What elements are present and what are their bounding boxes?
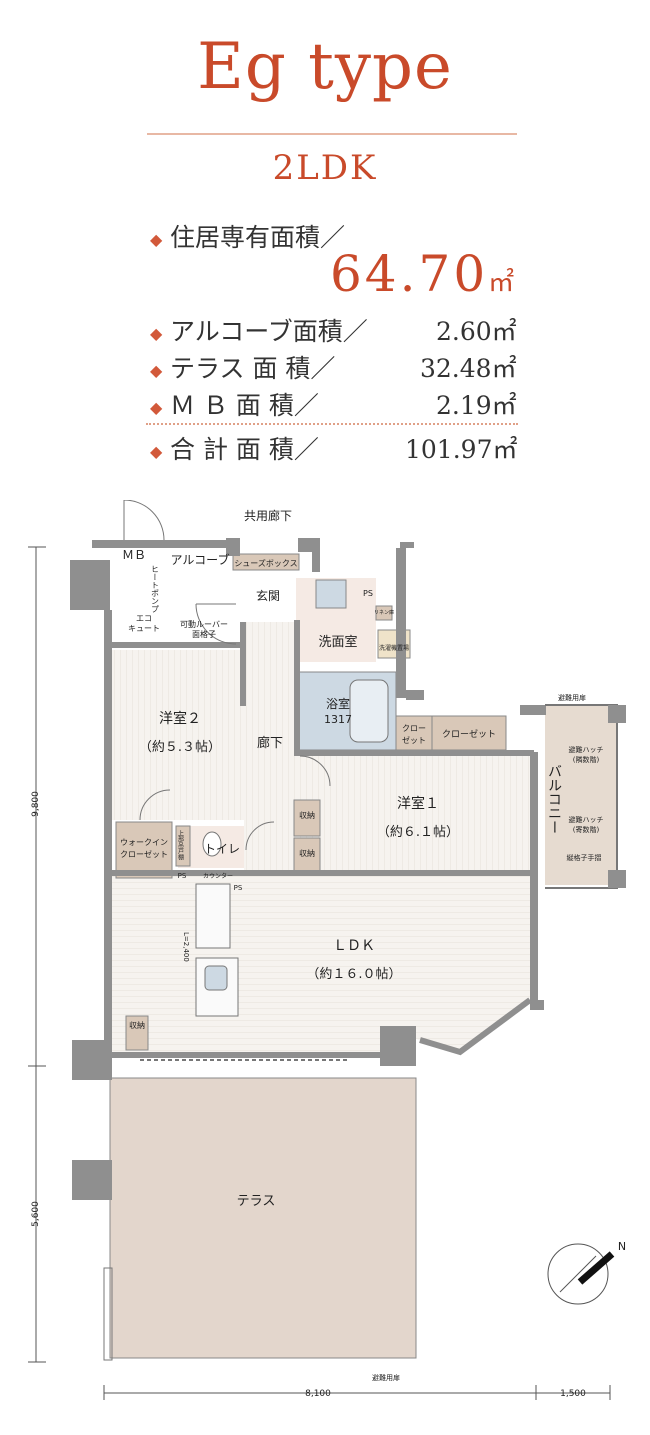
ps-label-3: PS <box>234 884 243 892</box>
storage-ldk-box <box>125 1015 149 1051</box>
wic-label-2: クローゼット <box>120 849 168 859</box>
living-area-value: 64.70㎡ <box>330 245 514 303</box>
bath-label: 浴室 <box>326 696 350 711</box>
balcony-post <box>608 705 626 723</box>
hatch1-label-b: (隣数階) <box>573 755 600 764</box>
washer-label: 洗濯機置場 <box>379 644 409 652</box>
walls <box>70 538 546 1200</box>
door-swings <box>123 500 331 851</box>
wic-label-1: ウォークイン <box>120 838 168 847</box>
kitchen-sink-counter <box>195 883 231 949</box>
terrace-area <box>109 1077 417 1359</box>
plan-layout-label: 2LDK <box>272 148 378 188</box>
ldk-label: ＬＤＫ <box>333 938 375 954</box>
dimension-lines <box>28 546 611 1400</box>
louver-label-1: 可動ルーバー <box>180 620 228 629</box>
living-area-unit: ㎡ <box>488 268 515 298</box>
diamond-bullet-icon: ◆ <box>150 324 163 343</box>
shelf-label: 上部吊戸棚 <box>177 829 184 861</box>
balcony-post <box>608 870 626 888</box>
spec-row-mb: ◆Ｍ Ｂ 面 積／ <box>150 391 319 420</box>
ecocute-label-2: キュート <box>128 624 160 633</box>
balcony-label: バルコニー <box>546 764 562 834</box>
kitchen-sink-icon <box>204 965 228 991</box>
linen-label: リネン庫 <box>374 609 394 616</box>
compass-circle <box>547 1243 609 1305</box>
bath-size-label: 1317 <box>324 713 352 726</box>
room1-floor <box>294 752 532 874</box>
spec-value-alcove: 2.60㎡ <box>436 317 517 346</box>
spec-value-total: 101.97㎡ <box>405 435 518 464</box>
north-arrow-icon <box>577 1251 615 1285</box>
diamond-bullet-icon: ◆ <box>150 361 163 380</box>
living-area-number: 64.70 <box>330 245 489 303</box>
closet-small-label-2: ゼット <box>402 735 426 745</box>
heat-pump-label: ヒートポンプ <box>151 565 160 613</box>
escape-door-bottom-label: 避難用扉 <box>372 1373 400 1382</box>
toilet-icon <box>202 831 222 857</box>
title-divider <box>147 133 517 135</box>
terrace-label: テラス <box>237 1194 276 1209</box>
bathtub-icon <box>349 679 389 743</box>
room1-label: 洋室１ <box>397 795 439 812</box>
ps-label-2: PS <box>178 872 187 880</box>
floor-plan: 共用廊下 ＭＢ ヒートポンプ アルコーブ シューズボックス 玄関 PS エコ キ… <box>28 500 626 1400</box>
mb-label: ＭＢ <box>122 548 146 562</box>
spec-value-mb: 2.19㎡ <box>436 391 517 420</box>
ldk-floor <box>112 874 530 1052</box>
hatch1-label-a: 避難ハッチ <box>569 745 604 754</box>
storage-label-1: 収納 <box>299 810 315 820</box>
toilet-label: トイレ <box>204 842 240 856</box>
washroom-label: 洗面室 <box>318 634 357 650</box>
balcony-rail <box>545 704 618 889</box>
spec-row-total: ◆合 計 面 積／ <box>150 435 319 464</box>
diamond-bullet-icon: ◆ <box>150 442 163 461</box>
living-area-label: ◆住居専有面積／ <box>150 223 346 252</box>
spec-value-terrace: 32.48㎡ <box>420 354 517 383</box>
corridor-label: 共用廊下 <box>244 508 292 523</box>
plan-type-title: Eg type <box>197 30 453 104</box>
room2-label: 洋室２ <box>159 710 201 727</box>
counter-label: カウンター <box>203 872 233 880</box>
storage1-box <box>293 799 321 837</box>
compass-axis <box>559 1255 597 1293</box>
shoebox-label: シューズボックス <box>234 558 297 568</box>
louver-label-2: 面格子 <box>192 629 216 639</box>
closet-large-label: クローゼット <box>442 728 496 740</box>
north-label: N <box>618 1240 626 1253</box>
ldk-size-label: （約１６.０帖） <box>306 967 401 982</box>
alcove-label: アルコーブ <box>171 552 230 567</box>
escape-door-top-label: 避難用扉 <box>558 693 586 702</box>
closet-small-label-1: クロー <box>402 724 426 733</box>
hatch2-label-a: 避難ハッチ <box>569 815 604 824</box>
storage-label-3: 収納 <box>129 1020 145 1030</box>
spec-row-terrace: ◆テラス 面 積／ <box>150 354 336 383</box>
room2-floor <box>110 650 244 820</box>
entrance-label: 玄関 <box>256 588 280 603</box>
balcony-floor <box>545 705 617 885</box>
diamond-bullet-icon: ◆ <box>150 230 163 249</box>
storage-label-2: 収納 <box>299 848 315 858</box>
room2-size-label: （約５.３帖） <box>139 740 221 755</box>
railing-label: 縦格子手摺 <box>567 853 602 862</box>
total-divider <box>146 423 518 425</box>
wic-box <box>115 821 173 879</box>
shoebox-box <box>232 553 300 571</box>
diamond-bullet-icon: ◆ <box>150 398 163 417</box>
ecocute-label-1: エコ <box>136 614 152 623</box>
kitchen-length-label: L=2,400 <box>182 932 190 962</box>
shelf-box <box>175 825 191 867</box>
hatch2-label-b: (寄数階) <box>573 825 600 834</box>
ps-label-1: PS <box>363 589 373 598</box>
terrace-gate <box>103 1267 113 1361</box>
dim-1500-label: 1,500 <box>560 1389 586 1399</box>
linen-box <box>375 605 393 621</box>
hallway-label: 廊下 <box>257 735 283 751</box>
washbasin-icon <box>315 579 347 609</box>
dim-5600-label: 5,600 <box>31 1201 41 1227</box>
dim-8100-label: 8,100 <box>305 1389 331 1399</box>
room1-size-label: （約６.１帖） <box>377 825 459 840</box>
dim-9800-label: 9,800 <box>31 791 41 817</box>
spec-row-alcove: ◆アルコーブ面積／ <box>150 317 368 346</box>
